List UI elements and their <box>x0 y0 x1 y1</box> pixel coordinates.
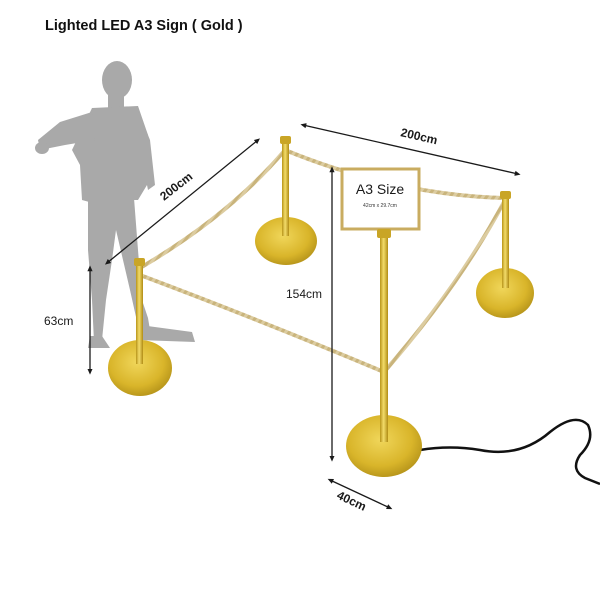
product-title: Lighted LED A3 Sign ( Gold ) <box>45 18 243 34</box>
sign-heading: A3 Size <box>356 181 404 197</box>
dimension-lines <box>87 123 521 510</box>
stanchion-front-left <box>108 258 172 396</box>
dim-post-height-label: 63cm <box>44 314 73 328</box>
stanchion-right <box>476 191 534 318</box>
dim-width-left-label: 200cm <box>157 169 195 203</box>
ropes <box>138 148 507 374</box>
dim-width-right-label: 200cm <box>399 125 439 147</box>
stanchion-front-sign <box>346 229 422 477</box>
dim-base-diameter-label: 40cm <box>335 488 369 514</box>
power-cable <box>419 418 600 486</box>
person-silhouette-icon <box>35 61 195 348</box>
sign-subtext: 42cm x 29.7cm <box>363 203 397 209</box>
dim-sign-height-label: 154cm <box>286 287 322 301</box>
stanchion-back-left <box>255 136 317 265</box>
a3-sign-board: A3 Size 42cm x 29.7cm <box>340 167 421 231</box>
